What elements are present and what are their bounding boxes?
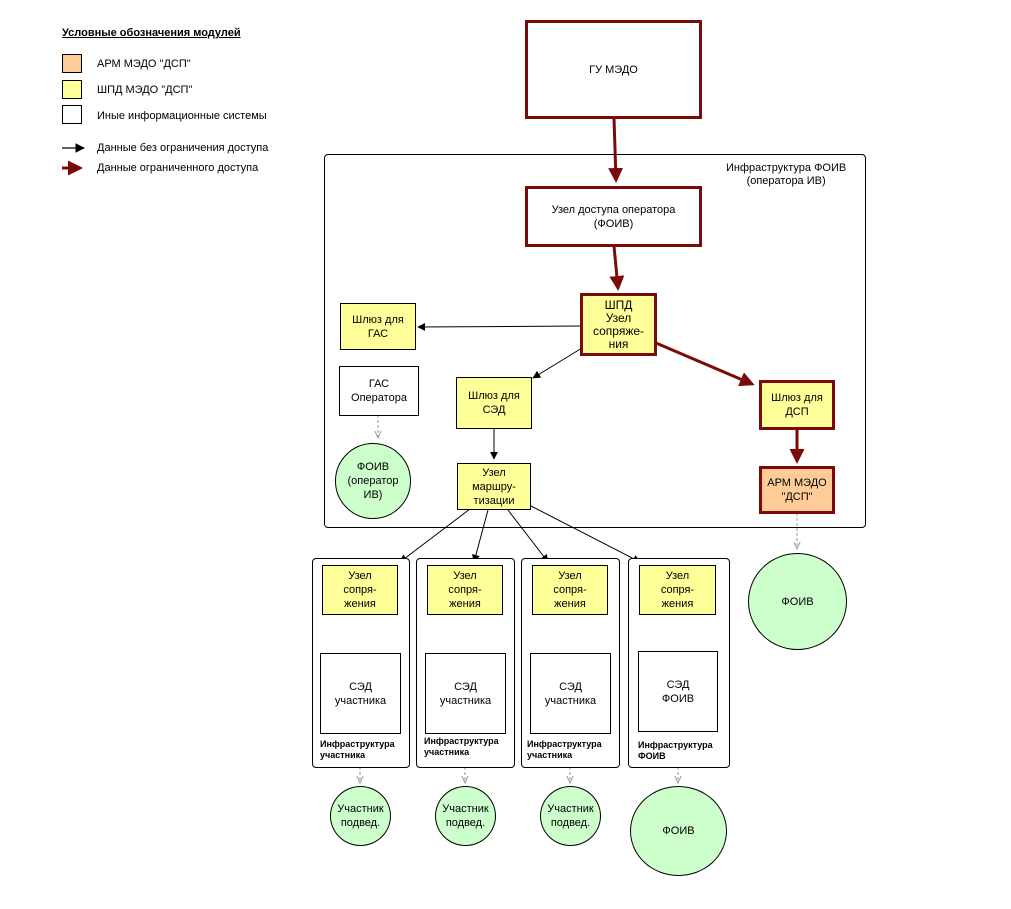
foiv-operator-circle: ФОИВ (оператор ИВ) [335,443,411,519]
legend-swatch-arm [62,54,82,73]
edge-routing-to-p2 [472,509,489,563]
participant-2-interface-node: Узел сопря- жения [427,565,503,615]
participant-4-circle: ФОИВ [630,786,727,876]
edge-shpd-to-sed [532,347,583,379]
gas-operator-node: ГАС Оператора [339,366,419,416]
shpd-interface-node: ШПД Узел сопряже- ния [580,293,657,356]
gateway-gas-node: Шлюз для ГАС [340,303,416,350]
participant-3-circle: Участник подвед. [540,786,601,846]
edge-routing-to-p1 [399,508,471,563]
legend-title: Условные обозначения модулей [62,27,241,39]
participant-2-circle: Участник подвед. [435,786,496,846]
participant-1-interface-node: Узел сопря- жения [322,565,398,615]
foiv-circle: ФОИВ [748,553,847,650]
edge-shpd-to-gas [417,322,581,331]
legend-swatch-other [62,105,82,124]
edge-shpd-to-dsp [655,341,755,387]
routing-node: Узел маршру- тизации [457,463,531,510]
edge-routing-to-p3 [507,509,549,563]
legend-label-unrestricted: Данные без ограничения доступа [97,142,269,154]
participant-3-interface-node: Узел сопря- жения [532,565,608,615]
participant-4-interface-node: Узел сопря- жения [639,565,716,615]
edge-access-to-shpd [609,245,625,291]
operator-access-node: Узел доступа оператора (ФОИВ) [525,186,702,247]
legend-label-shpd: ШПД МЭДО "ДСП" [97,84,193,96]
participant-1-circle: Участник подвед. [330,786,391,846]
edge-gu-to-access [608,117,624,183]
legend-label-restricted: Данные ограниченного доступа [97,162,259,174]
participant-4-sed: СЭД ФОИВ [638,651,718,732]
participant-1-infra-label: Инфраструктура участника [320,739,395,760]
participant-2-infra-label: Инфраструктура участника [424,736,499,757]
participant-1-sed: СЭД участника [320,653,401,734]
foiv-infrastructure-label: Инфраструктура ФОИВ (оператора ИВ) [726,162,847,187]
edge-routing-to-p4 [530,505,641,563]
participant-3-infra-label: Инфраструктура участника [527,739,602,760]
legend-label-other: Иные информационные системы [97,110,267,122]
participant-2-sed: СЭД участника [425,653,506,734]
foiv-infrastructure-container [324,154,866,528]
gateway-dsp-node: Шлюз для ДСП [759,380,835,430]
gu-medo-node: ГУ МЭДО [525,20,702,119]
legend-label-arm: АРМ МЭДО "ДСП" [97,58,191,70]
participant-4-infra-label: Инфраструктура ФОИВ [638,740,713,761]
arm-medo-node: АРМ МЭДО "ДСП" [759,466,835,514]
participant-3-sed: СЭД участника [530,653,611,734]
gateway-sed-node: Шлюз для СЭД [456,377,532,429]
legend-swatch-shpd [62,80,82,99]
